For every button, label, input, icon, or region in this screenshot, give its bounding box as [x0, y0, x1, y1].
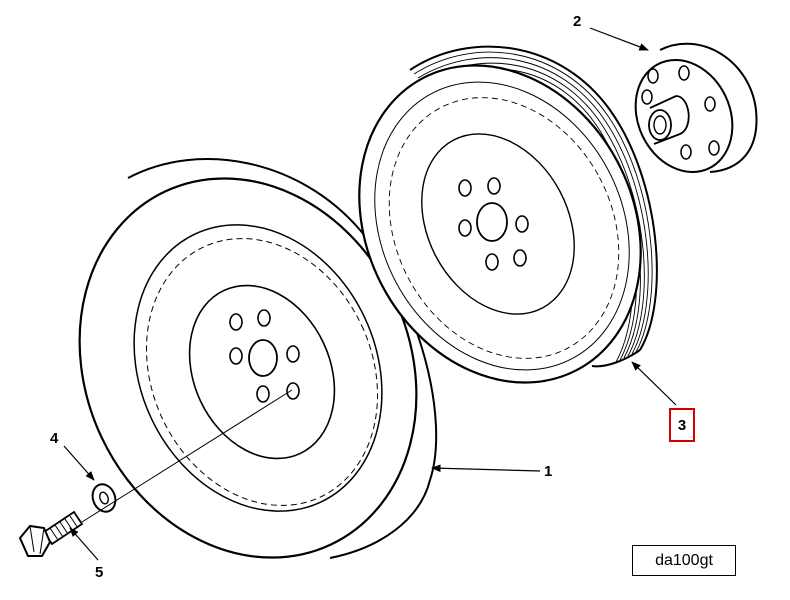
- leader-3: [631, 361, 677, 406]
- pulley-bolt-holes: [458, 177, 529, 271]
- hub-adapter-part-2: [634, 42, 758, 174]
- assembly-centerline: [81, 389, 293, 523]
- adapter-rim: [659, 42, 758, 173]
- callout-3-label: 3: [677, 416, 687, 434]
- figure-reference-id: da100gt: [655, 551, 713, 569]
- pulley-front-face: [358, 64, 642, 384]
- damper-hub: [188, 284, 336, 460]
- callout-5: 5: [95, 564, 104, 581]
- damper-center-bore: [248, 339, 278, 377]
- damper-inner-ring: [133, 224, 383, 512]
- callout-4: 4: [50, 430, 59, 447]
- adapter-bolt-holes: [641, 65, 720, 160]
- figure-reference-box: da100gt: [632, 545, 736, 576]
- damper-back-rim: [127, 158, 438, 481]
- leader-1: [431, 464, 541, 473]
- adapter-boss: [649, 95, 690, 145]
- washer-part-4: [91, 483, 117, 513]
- damper-bolt-holes: [229, 309, 300, 403]
- leader-lines: [63, 27, 677, 561]
- bolt-part-5: [18, 510, 84, 557]
- pulley-center-bore: [476, 202, 508, 242]
- callout-1: 1: [544, 463, 553, 480]
- bolt-head: [18, 524, 52, 557]
- leader-2: [589, 27, 649, 51]
- callout-3-highlighted: 3: [669, 408, 695, 442]
- adapter-front-face: [634, 58, 734, 174]
- leader-4: [63, 445, 95, 481]
- pulley-part-3: [358, 45, 658, 384]
- callout-2: 2: [573, 13, 582, 30]
- pulley-hub: [421, 133, 575, 315]
- pulley-back-edge: [409, 45, 658, 351]
- leader-5: [69, 527, 99, 561]
